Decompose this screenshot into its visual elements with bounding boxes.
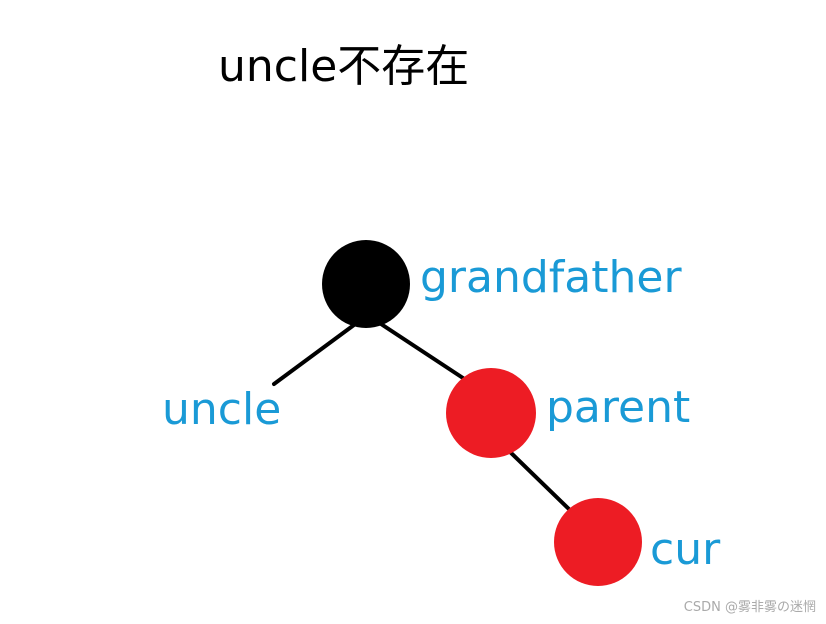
edge-parent-cur: [504, 446, 576, 516]
watermark: CSDN @雾非雾の迷惘: [683, 600, 816, 615]
label-grandfather: grandfather: [420, 252, 682, 303]
label-uncle: uncle: [162, 384, 282, 435]
label-cur: cur: [650, 524, 721, 575]
edge-grandfather-uncle: [272, 320, 360, 386]
node-grandfather: [322, 240, 410, 328]
diagram-title: uncle不存在: [218, 41, 470, 92]
label-parent: parent: [546, 382, 691, 433]
node-parent: [446, 368, 536, 458]
node-cur: [554, 498, 642, 586]
edge-grandfather-parent: [376, 320, 468, 382]
